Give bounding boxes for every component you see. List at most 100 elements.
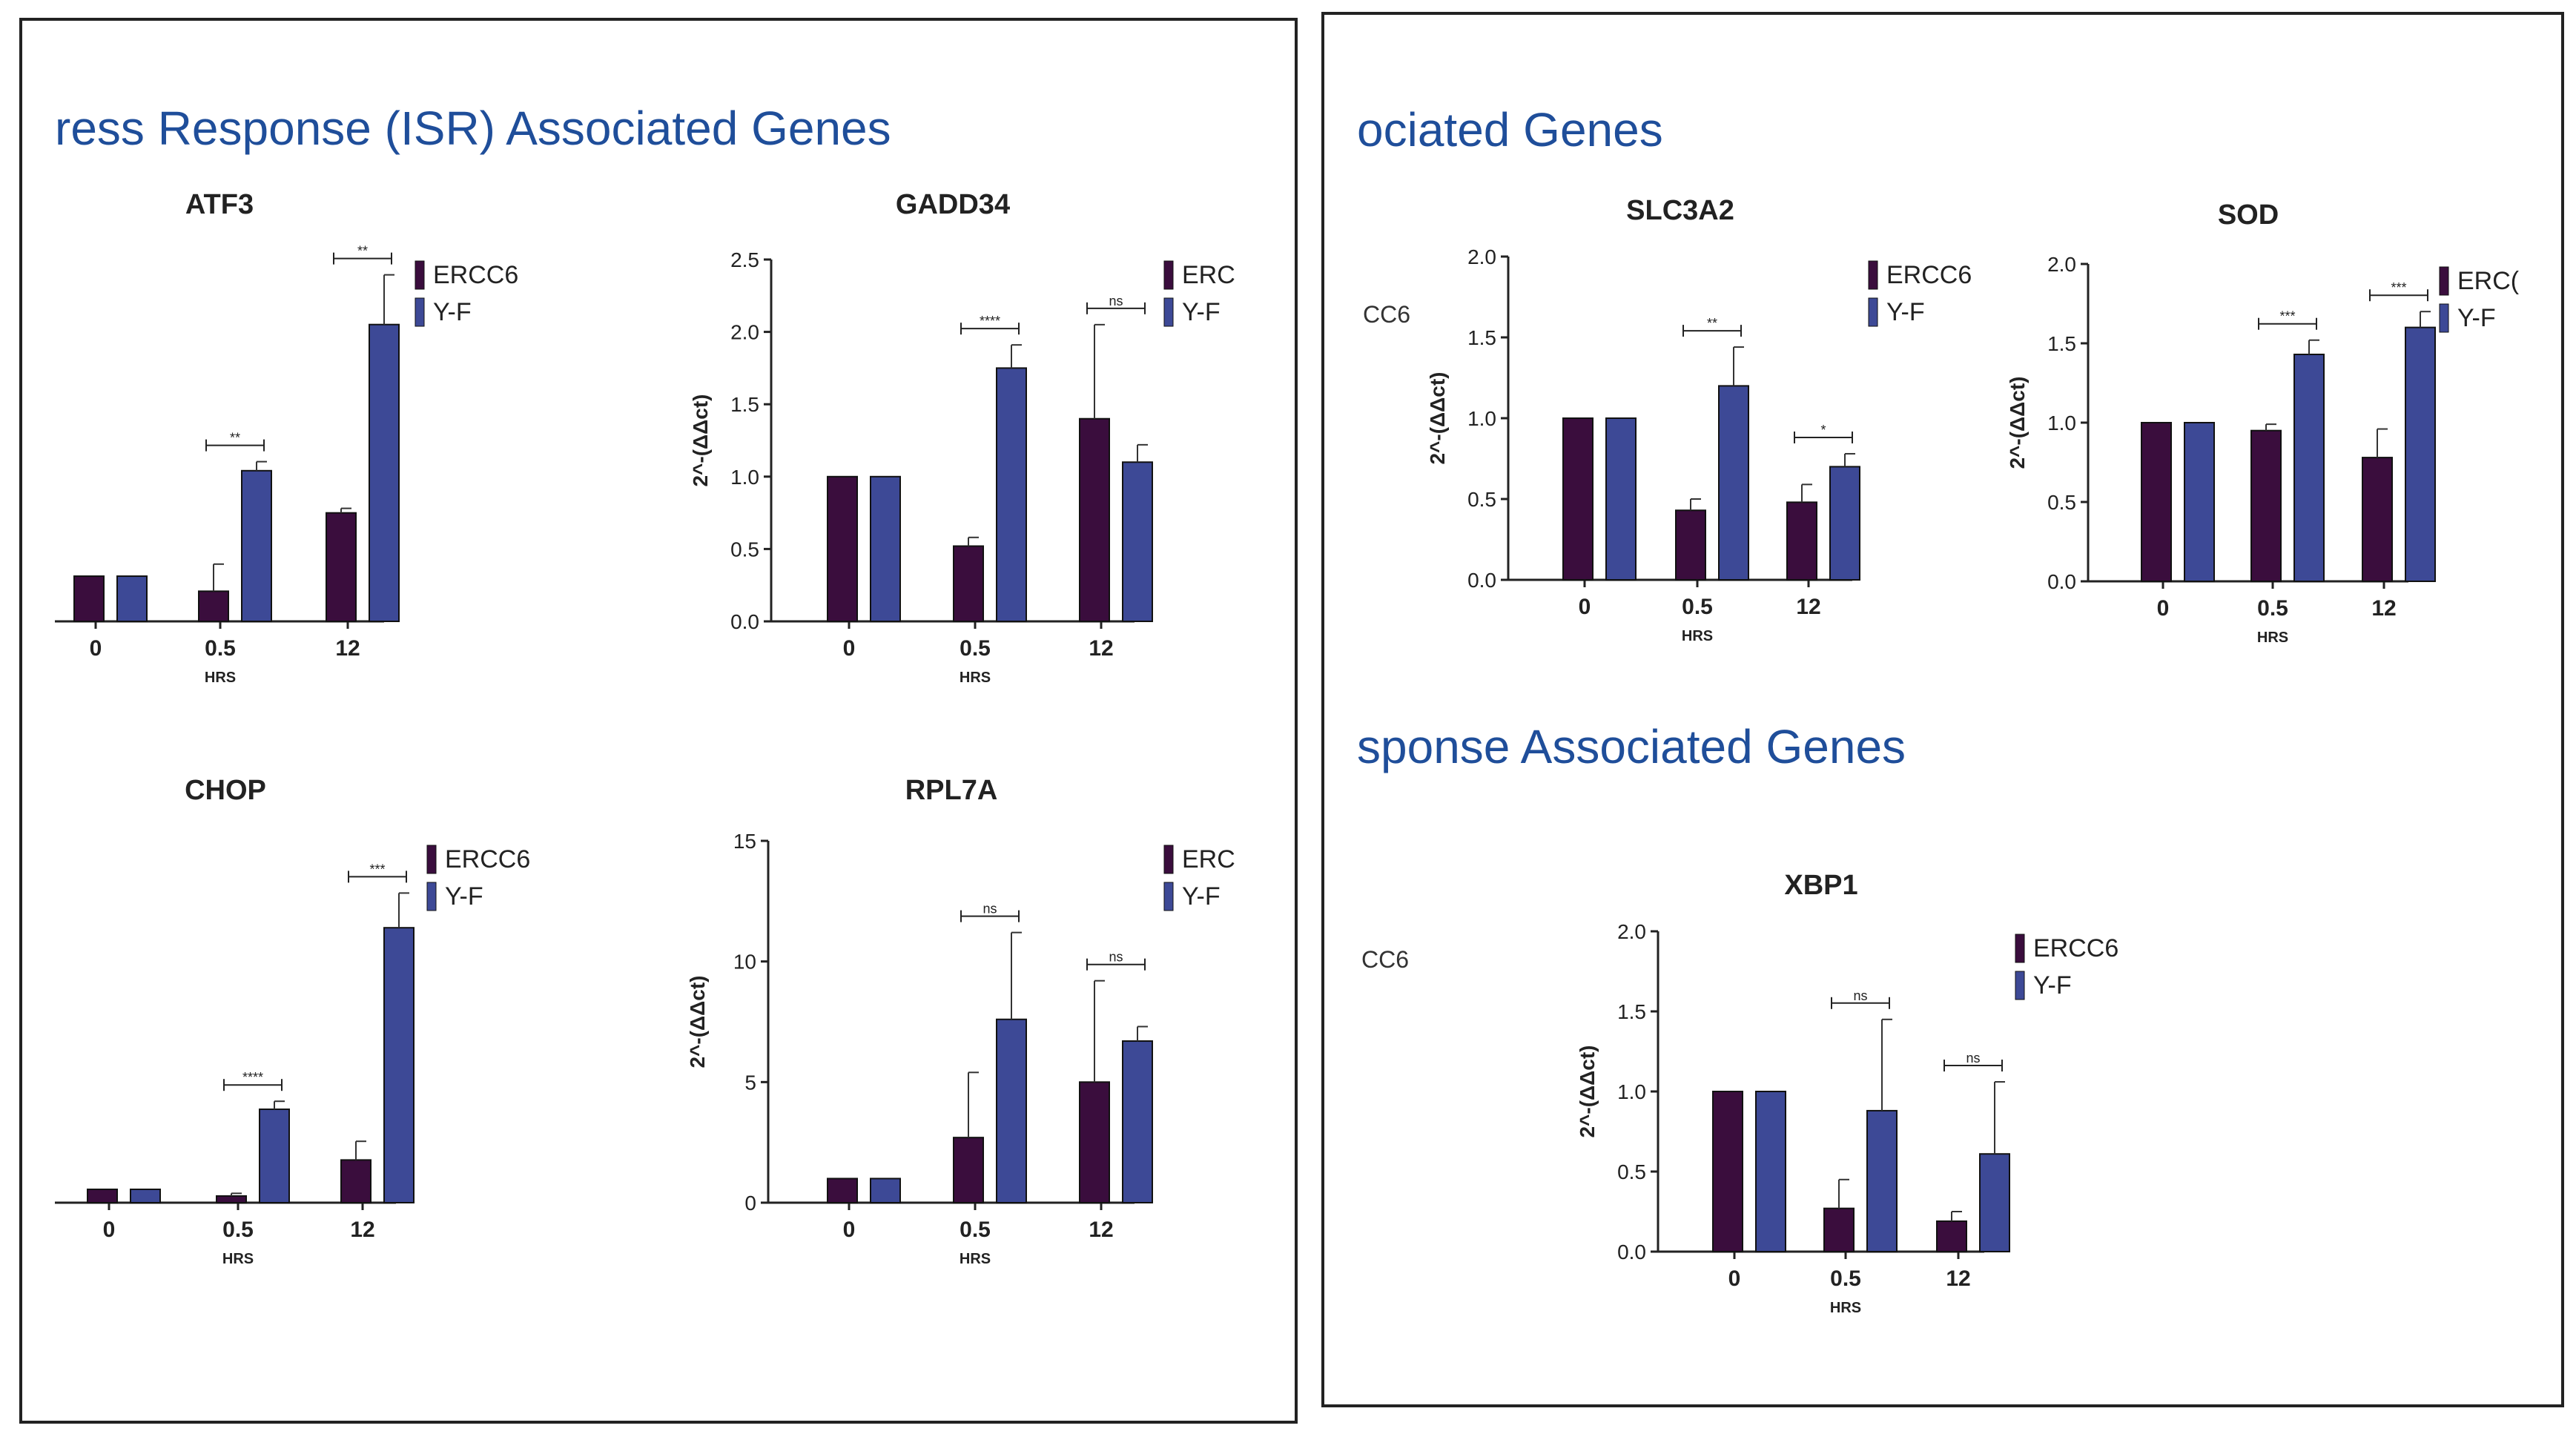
bar-erc-0: [2141, 422, 2172, 582]
legend-swatch: [1868, 297, 1878, 327]
section-title-right-top: ociated Genes: [1357, 103, 1663, 156]
bar-ercc6-0.5: [198, 590, 229, 622]
x-tick-label: 0: [1728, 1266, 1741, 1291]
sig-label: ****: [980, 314, 1000, 328]
y-tick-label: 0.5: [730, 538, 759, 561]
y-tick-label: 1.0: [730, 466, 759, 489]
y-tick-label: 1.5: [1617, 1000, 1646, 1023]
bar-yf-0.5: [2293, 353, 2325, 582]
legend-label: Y-F: [445, 882, 483, 911]
chart-title: XBP1: [1784, 870, 1857, 901]
bar-yf-12: [369, 323, 400, 622]
bar-yf-0.5: [996, 367, 1027, 622]
sig-label: **: [230, 431, 240, 446]
legend-swatch: [2439, 303, 2449, 333]
partial-legend-label: CC6: [1361, 946, 1410, 973]
partial-legend-label: CC6: [1363, 301, 1411, 328]
bar-yf-0.5: [996, 1018, 1027, 1204]
x-tick-label: 0: [90, 636, 102, 661]
y-tick-label: 1.0: [1467, 407, 1496, 430]
legend-swatch: [2015, 934, 2025, 963]
legend-label: Y-F: [1182, 882, 1221, 911]
section-title-isr: ress Response (ISR) Associated Genes: [55, 102, 891, 155]
x-tick-label: 0: [1579, 595, 1591, 619]
bar-erc-0: [827, 475, 858, 622]
bar-ercc6-12: [326, 512, 357, 622]
legend-label: Y-F: [433, 298, 472, 326]
legend-label: ERC: [1182, 261, 1235, 289]
bar-yf-0.5: [1718, 385, 1749, 581]
x-tick-label: 0.5: [1682, 595, 1713, 619]
legend-swatch: [1163, 260, 1174, 290]
bar-erc-0: [827, 1177, 858, 1204]
chart-title: RPL7A: [905, 775, 998, 806]
y-tick-label: 0.5: [1617, 1160, 1646, 1183]
legend-label: Y-F: [2457, 304, 2496, 332]
legend-swatch: [1163, 882, 1174, 911]
sig-label: ns: [1109, 294, 1123, 308]
bar-yf-12: [1829, 466, 1860, 581]
legend-label: ERC: [1182, 845, 1235, 873]
x-tick-label: 0.5: [2257, 596, 2288, 621]
x-axis-label: HRS: [222, 1251, 254, 1267]
sig-label: ***: [2391, 280, 2406, 295]
x-axis-label: HRS: [960, 1251, 991, 1267]
bar-ercc6-12: [1936, 1220, 1967, 1252]
bar-ercc6-0: [87, 1189, 118, 1203]
y-tick-label: 10: [733, 951, 756, 974]
sig-label: ***: [369, 862, 385, 876]
bar-yf-0: [870, 1177, 901, 1204]
section-title-right-bottom: sponse Associated Genes: [1357, 720, 1906, 773]
y-tick-label: 15: [733, 830, 756, 853]
bar-ercc6-0: [73, 575, 105, 622]
x-tick-label: 0: [2157, 596, 2170, 621]
y-tick-label: 0.0: [1617, 1241, 1646, 1263]
bar-ercc6-0.5: [1823, 1207, 1855, 1253]
bar-erc-0.5: [953, 1137, 984, 1204]
bar-yf-0: [130, 1189, 161, 1203]
y-tick-label: 2.5: [730, 248, 759, 271]
x-tick-label: 0.5: [960, 636, 991, 661]
y-axis-label: 2^-(ΔΔct): [1426, 371, 1449, 464]
legend-swatch: [426, 845, 437, 874]
y-tick-label: 1.5: [2047, 332, 2076, 355]
bar-yf-0: [2184, 422, 2215, 582]
sig-label: **: [357, 244, 368, 259]
legend-swatch: [1163, 845, 1174, 874]
y-tick-label: 2.0: [1467, 245, 1496, 268]
x-tick-label: 12: [1796, 595, 1820, 619]
y-tick-label: 0.0: [730, 610, 759, 633]
y-tick-label: 1.0: [1617, 1080, 1646, 1103]
x-tick-label: 0: [843, 1218, 856, 1242]
chart-title: ATF3: [185, 189, 254, 220]
y-tick-label: 0.5: [1467, 488, 1496, 511]
bar-yf-0: [1755, 1091, 1786, 1252]
y-tick-label: 1.5: [730, 393, 759, 416]
bar-ercc6-12: [340, 1159, 371, 1204]
y-axis-label: 2^-(ΔΔct): [2006, 376, 2029, 469]
bar-yf-12: [383, 927, 415, 1203]
right-panel: ociated Genes sponse Associated Genes CC…: [1321, 12, 2564, 1407]
y-tick-label: 0.0: [1467, 569, 1496, 592]
bar-yf-0.5: [241, 469, 272, 622]
legend-label: ERCC6: [433, 261, 518, 289]
legend-swatch: [426, 882, 437, 911]
bar-erc-0.5: [2250, 429, 2282, 583]
y-axis-label: 2^-(ΔΔct): [689, 394, 712, 486]
x-tick-label: 0: [103, 1218, 116, 1242]
x-axis-label: HRS: [2257, 630, 2288, 646]
sig-label: ns: [1966, 1051, 1980, 1066]
bar-ercc6-12: [1786, 501, 1817, 581]
bar-yf-0.5: [1866, 1109, 1898, 1253]
x-tick-label: 12: [350, 1218, 374, 1242]
bar-ercc6-0: [1562, 417, 1594, 581]
x-tick-label: 0.5: [222, 1218, 254, 1242]
sig-label: ns: [1853, 988, 1867, 1003]
legend-swatch: [2439, 266, 2449, 296]
y-tick-label: 2.0: [730, 321, 759, 344]
